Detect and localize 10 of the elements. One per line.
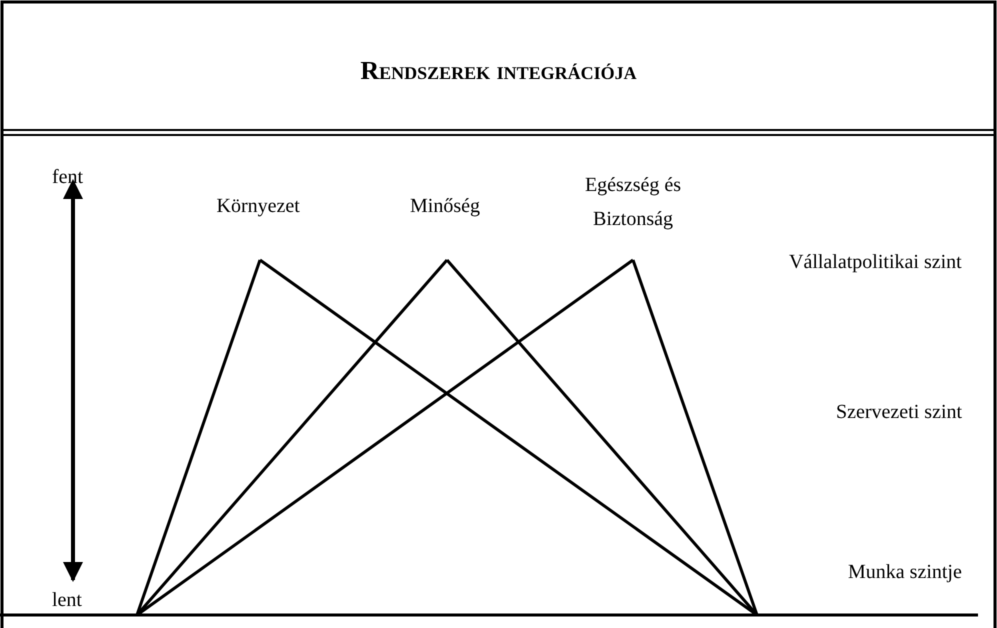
standard-name: Egészség és Biztonság <box>584 173 682 232</box>
level-name: Vállalatpolitikai szint <box>789 250 962 275</box>
level-name: Szervezeti szint <box>836 400 962 425</box>
standard-name: Környezet <box>216 194 300 219</box>
diagram-title: Rendszerek integrációja <box>359 56 638 86</box>
level-name: Munka szintje <box>848 560 962 585</box>
double-arrow <box>63 179 83 582</box>
standard-name: Minőség <box>410 194 480 219</box>
level-label: fent <box>52 161 84 193</box>
level-label: lent <box>52 584 82 616</box>
